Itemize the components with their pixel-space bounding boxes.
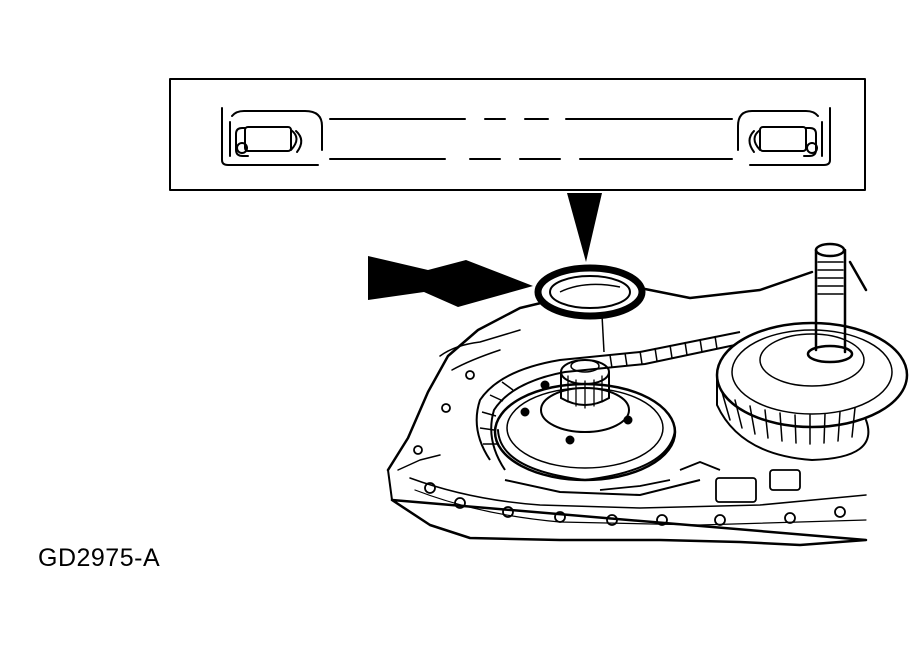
seal-section-left xyxy=(221,107,323,166)
install-direction-arrow xyxy=(368,256,533,307)
inset-frame xyxy=(169,78,866,191)
case-lower-detail xyxy=(599,461,801,503)
detail-inset xyxy=(169,78,866,191)
seal-bore-lines xyxy=(329,118,733,160)
case-bolt-bosses xyxy=(413,370,846,526)
transaxle-case xyxy=(386,260,868,547)
seal-section-right xyxy=(737,107,831,166)
seal-ring xyxy=(534,264,646,353)
driven-sprocket xyxy=(715,242,909,462)
case-outline xyxy=(386,260,868,547)
figure-code: GD2975-A xyxy=(38,544,161,572)
inset-pointer-arrow xyxy=(567,193,602,262)
drive-chain xyxy=(475,331,741,497)
drive-sprocket xyxy=(493,359,677,482)
output-shaft xyxy=(806,242,854,364)
